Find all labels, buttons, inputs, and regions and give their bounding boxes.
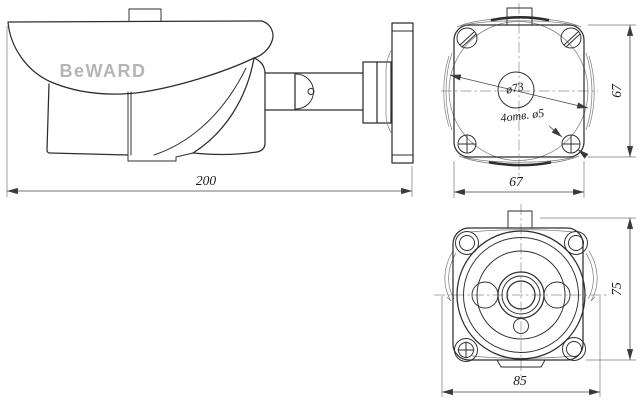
side-top-tab (128, 8, 162, 22)
rear-dimension-width: 67 (453, 161, 585, 198)
arm-joint (295, 73, 314, 110)
brand-logo: BeWARD (59, 61, 146, 81)
rear-sunshade-arcs (443, 52, 595, 131)
diameter-line (449, 74, 589, 109)
dim-rear-width-label: 67 (509, 174, 524, 189)
dim-rear-height-label: 67 (609, 83, 624, 98)
front-centerlines (434, 204, 608, 376)
camera-body (46, 57, 266, 162)
wall-plate (362, 22, 414, 164)
front-inner-edges (469, 229, 575, 359)
rear-dimension-height: 67 (588, 24, 636, 158)
dim-length-label: 200 (196, 173, 217, 188)
rear-gasket-arcs (488, 16, 552, 167)
front-view: 85 75 (434, 204, 636, 397)
rear-cable-tab (506, 7, 533, 26)
sunshade (7, 20, 274, 95)
front-dimension-height: 75 (540, 217, 636, 361)
joint-screw-hole (307, 88, 315, 95)
front-cable-tab (507, 210, 533, 229)
light-sensor (513, 318, 529, 334)
ir-led-left (471, 281, 499, 309)
rear-screws (456, 27, 582, 154)
ir-led-right (543, 281, 571, 309)
front-bottom-notch (496, 359, 546, 368)
dim-front-width-label: 85 (513, 373, 527, 388)
holes-leader-2 (577, 149, 589, 159)
dimension-length: 200 (6, 26, 413, 197)
dim-front-height-label: 75 (609, 282, 624, 296)
front-screws (454, 231, 588, 362)
body-diameter-label: ø73 (504, 79, 525, 97)
holes-note-label: 4отв. ø5 (500, 106, 545, 125)
lens-assembly (456, 230, 586, 360)
front-sunshade-arcs (444, 250, 598, 302)
side-view: 200 BeWARD (6, 8, 414, 197)
mount-arm (264, 72, 364, 111)
front-dimension-width: 85 (441, 296, 601, 397)
rear-view: ø73 4отв. ø5 67 67 (441, 3, 636, 198)
holes-leader (548, 125, 563, 138)
